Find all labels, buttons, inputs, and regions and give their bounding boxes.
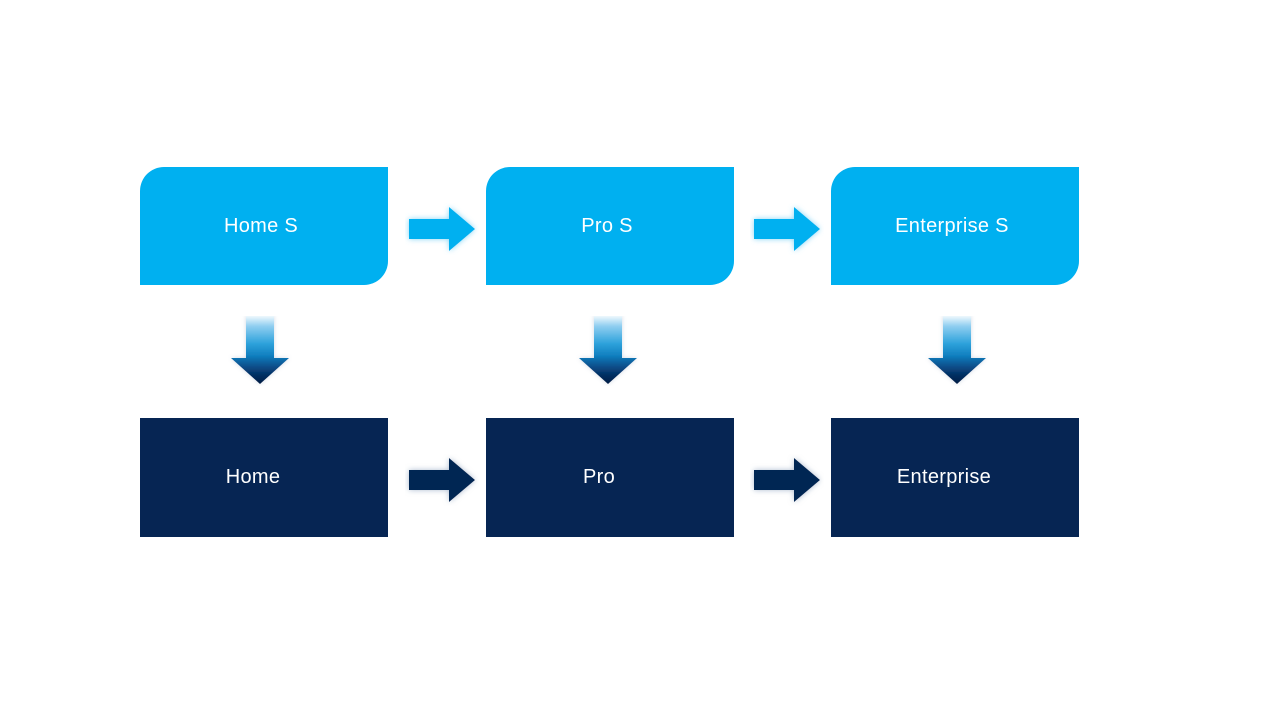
arrow-down-icon — [231, 316, 289, 384]
arrow-right-icon — [409, 458, 475, 502]
stage-label-enterprise: Enterprise — [896, 466, 992, 488]
stage-label-home: Home — [225, 466, 281, 488]
stage-box-home: Home — [140, 418, 388, 537]
arrow-down-icon — [928, 316, 986, 384]
arrow-right-icon — [409, 207, 475, 251]
stage-label-enterprise-s: Enterprise S — [895, 214, 1009, 237]
stage-box-home-s: Home S — [140, 167, 388, 285]
stage-box-pro: Pro — [486, 418, 734, 537]
stage-box-enterprise: Enterprise — [831, 418, 1079, 537]
arrow-right-icon — [754, 458, 820, 502]
stage-box-enterprise-s: Enterprise S — [831, 167, 1079, 285]
stage-label-pro: Pro — [582, 466, 616, 488]
stage-label-pro-s: Pro S — [581, 214, 633, 237]
arrow-down-icon — [579, 316, 637, 384]
stage-label-home-s: Home S — [223, 214, 299, 237]
stage-box-pro-s: Pro S — [486, 167, 734, 285]
arrow-right-icon — [754, 207, 820, 251]
